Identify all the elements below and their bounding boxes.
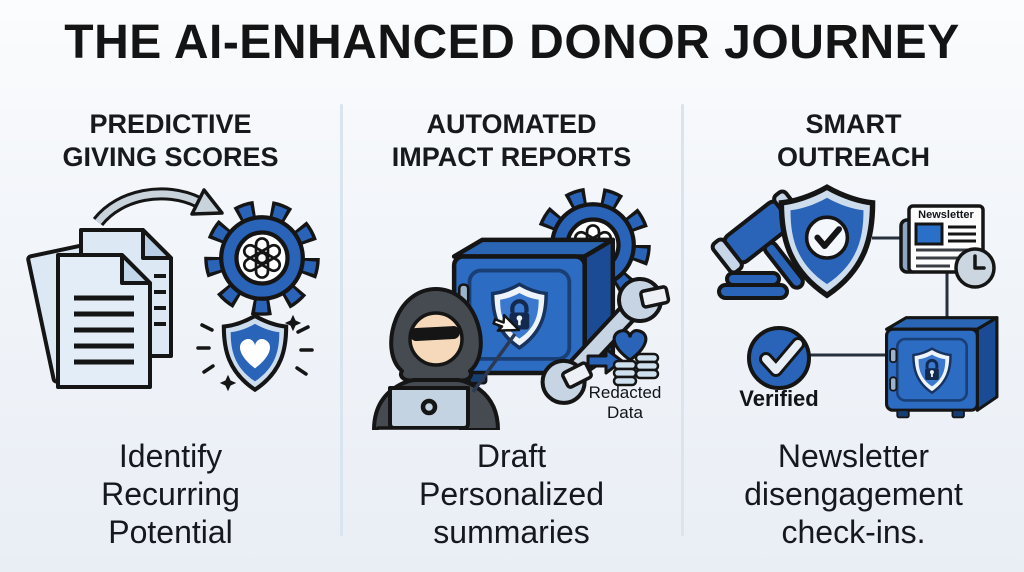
verified-label: Verified: [739, 386, 819, 411]
column1-header: PREDICTIVE GIVING SCORES: [62, 109, 279, 172]
column-divider: [681, 104, 684, 536]
column3-header: SMART OUTREACH: [777, 109, 930, 172]
documents-stack-icon: [26, 228, 173, 389]
column2-caption: Draft Personalized summaries: [419, 438, 604, 550]
page-title: THE AI-ENHANCED DONOR JOURNEY: [64, 16, 960, 69]
redacted-data-label: Redacted Data: [588, 383, 662, 422]
cursor-icon: [471, 313, 521, 394]
column2-illustration: Redacted Data: [341, 180, 682, 430]
verified-check-icon: [747, 326, 811, 390]
heart-icon: [612, 329, 648, 362]
column3-illustration: Newsletter Verified: [683, 180, 1024, 430]
column2-header: AUTOMATED IMPACT REPORTS: [391, 109, 632, 172]
column1-caption: Identify Recurring Potential: [101, 438, 240, 550]
heart-shield-icon: [224, 316, 286, 390]
column1-illustration: [0, 180, 341, 430]
hacker-laptop-icon: [371, 287, 501, 430]
clock-icon: [954, 247, 996, 289]
check-shield-icon: [781, 187, 872, 295]
newsletter-label: Newsletter: [918, 209, 974, 221]
database-stack-icon: [612, 359, 638, 387]
wrench-icon: [540, 277, 671, 405]
column3-caption: Newsletter disengagement check-ins.: [744, 438, 963, 550]
sparkles-icon: [196, 314, 314, 392]
column-divider: [340, 104, 343, 536]
curved-arrow-icon: [92, 187, 224, 227]
openai-gear-icon: [214, 210, 309, 305]
database-stack-icon: [634, 352, 660, 380]
locked-safe-icon: [887, 318, 997, 418]
